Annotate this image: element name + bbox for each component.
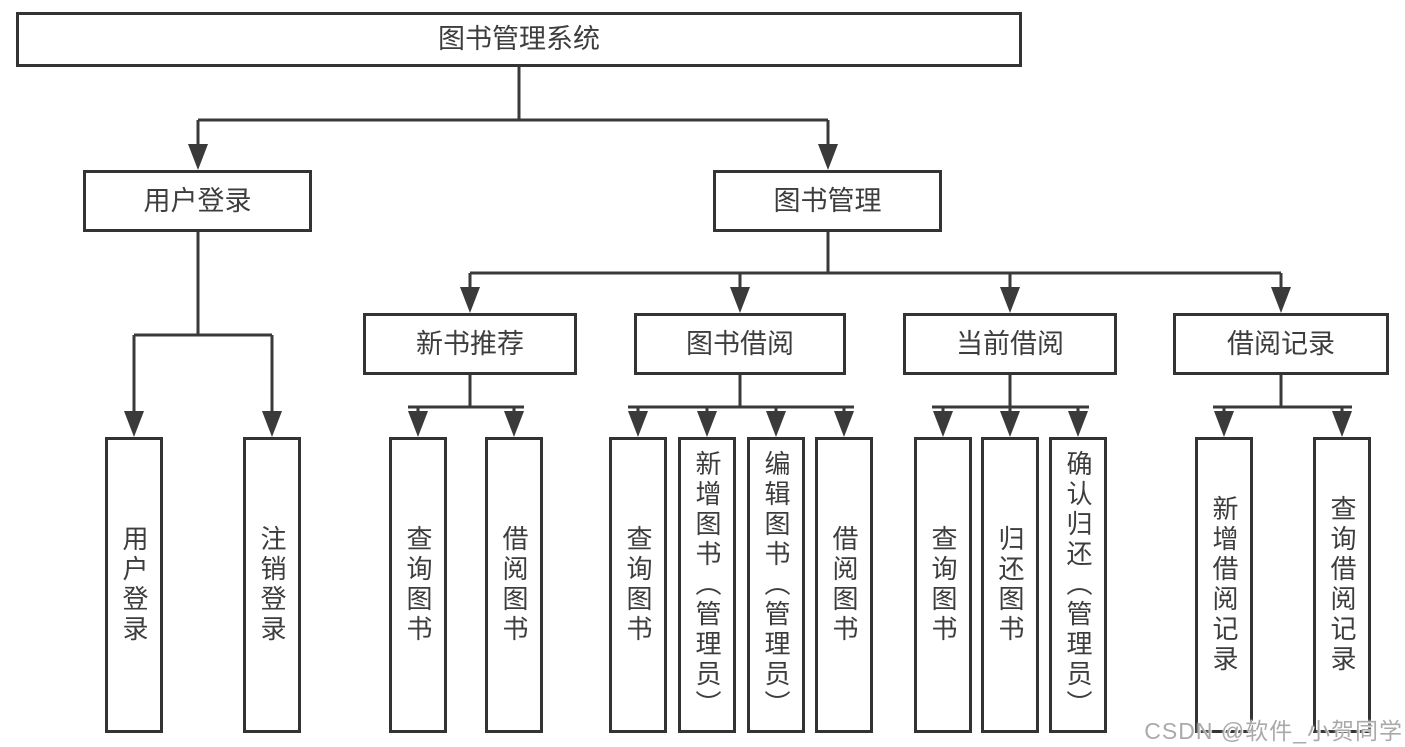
leaf-borrowing-add-books-admin-label: 新增图书（管理员）	[692, 450, 722, 720]
leaf-borrowing-edit-books-admin-label: 编辑图书（管理员）	[761, 450, 791, 720]
connector-new-books-children	[408, 375, 524, 437]
leaf-records-query-record: 查询借阅记录	[1313, 437, 1371, 733]
connector-borrowing-children	[628, 375, 854, 437]
node-current-borrowing-label: 当前借阅	[956, 328, 1064, 359]
leaf-current-confirm-return-admin-label: 确认归还（管理员）	[1063, 450, 1093, 720]
leaf-current-confirm-return-admin: 确认归还（管理员）	[1049, 437, 1107, 733]
leaf-borrowing-borrow-books-label: 借阅图书	[829, 525, 859, 645]
node-user-login: 用户登录	[83, 170, 312, 232]
leaf-newbooks-borrow-books-label: 借阅图书	[499, 525, 529, 645]
leaf-current-query-books: 查询图书	[914, 437, 972, 733]
node-book-borrowing: 图书借阅	[634, 313, 846, 375]
leaf-newbooks-query-books: 查询图书	[389, 437, 447, 733]
leaf-borrowing-add-books-admin: 新增图书（管理员）	[678, 437, 736, 733]
leaf-borrowing-query-books: 查询图书	[609, 437, 667, 733]
leaf-records-query-record-label: 查询借阅记录	[1327, 495, 1357, 675]
node-new-book-recommend-label: 新书推荐	[416, 328, 524, 359]
node-borrow-records-label: 借阅记录	[1227, 328, 1335, 359]
node-book-management: 图书管理	[713, 170, 942, 232]
node-library-system: 图书管理系统	[16, 12, 1022, 67]
leaf-user-login-label: 用户登录	[119, 525, 149, 645]
leaf-borrowing-borrow-books: 借阅图书	[815, 437, 873, 733]
node-new-book-recommend: 新书推荐	[363, 313, 577, 375]
leaf-user-login: 用户登录	[105, 437, 163, 733]
leaf-current-return-books-label: 归还图书	[995, 525, 1025, 645]
leaf-newbooks-borrow-books: 借阅图书	[485, 437, 543, 733]
leaf-borrowing-edit-books-admin: 编辑图书（管理员）	[747, 437, 805, 733]
connector-book-mgmt-children	[460, 232, 1291, 313]
node-book-borrowing-label: 图书借阅	[686, 328, 794, 359]
connector-root-to-level2	[188, 67, 838, 170]
node-book-management-label: 图书管理	[773, 185, 882, 216]
leaf-logout: 注销登录	[243, 437, 301, 733]
connector-user-login-children	[124, 232, 282, 437]
leaf-current-return-books: 归还图书	[981, 437, 1039, 733]
leaf-newbooks-query-books-label: 查询图书	[403, 525, 433, 645]
node-library-system-label: 图书管理系统	[438, 24, 600, 54]
node-borrow-records: 借阅记录	[1173, 313, 1389, 375]
leaf-records-add-record: 新增借阅记录	[1195, 437, 1253, 733]
node-user-login-label: 用户登录	[143, 185, 252, 216]
node-current-borrowing: 当前借阅	[903, 313, 1117, 375]
connector-current-children	[932, 375, 1089, 437]
leaf-records-add-record-label: 新增借阅记录	[1209, 495, 1239, 675]
connector-records-children	[1213, 375, 1352, 437]
csdn-watermark: CSDN @软件_小贺同学	[1144, 718, 1403, 744]
leaf-logout-label: 注销登录	[257, 525, 287, 645]
leaf-current-query-books-label: 查询图书	[928, 525, 958, 645]
leaf-borrowing-query-books-label: 查询图书	[623, 525, 653, 645]
